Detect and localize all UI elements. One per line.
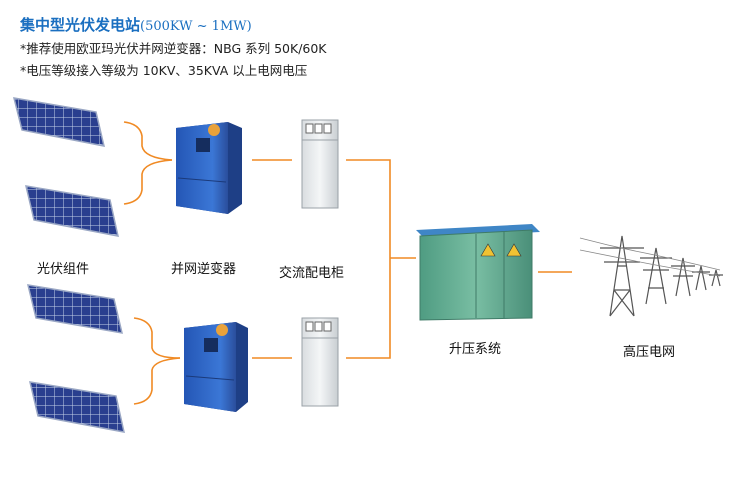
connector-panel2-inv1 [123, 159, 173, 205]
connector-cabinets-bus [346, 159, 391, 359]
label-ac-cabinet: 交流配电柜 [279, 266, 345, 281]
solar-panel-3 [27, 284, 123, 334]
connector-panel1-inv1 [123, 121, 173, 161]
label-hv-grid: 高压电网 [623, 345, 676, 360]
solar-panel-1 [12, 97, 105, 147]
connector-panel4-inv2 [133, 357, 181, 405]
title-range: (500KW ~ 1MW) [140, 19, 252, 34]
label-boost-system: 升压系统 [449, 342, 502, 357]
title-text: 集中型光伏发电站 [20, 16, 141, 34]
label-pv-modules: 光伏组件 [37, 262, 90, 277]
connector-panel3-inv2 [133, 317, 181, 359]
note-inverter: *推荐使用欧亚玛光伏并网逆变器：NBG 系列 50K/60K [20, 41, 327, 56]
connector-lines [123, 121, 572, 405]
solar-panel-4 [29, 381, 125, 433]
solar-panel-2 [25, 185, 119, 237]
boost-substation [416, 224, 540, 321]
inverter-1 [176, 122, 242, 214]
label-grid-inverter: 并网逆变器 [171, 262, 237, 277]
transmission-towers [579, 235, 723, 317]
note-voltage: *电压等级接入等级为 10KV、35KVA 以上电网电压 [20, 63, 308, 78]
inverter-2 [184, 322, 248, 412]
diagram-title: 集中型光伏发电站(500KW ~ 1MW) [20, 14, 252, 35]
ac-cabinet-1 [301, 119, 339, 209]
ac-cabinet-2 [301, 317, 339, 407]
